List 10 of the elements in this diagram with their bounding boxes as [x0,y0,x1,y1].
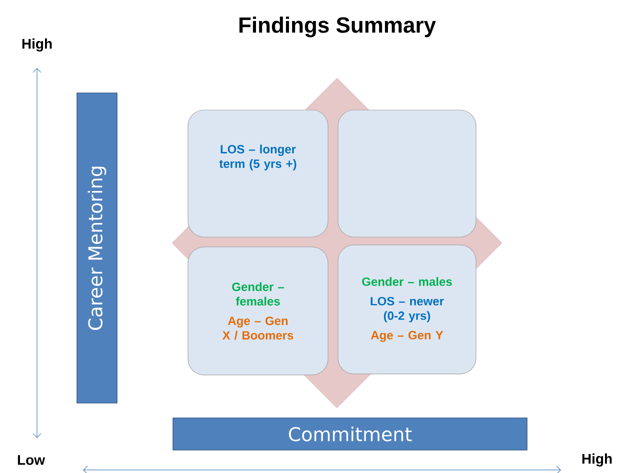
quadrant-box: Gender – females Age – Gen X / Boomers [188,246,328,376]
axis-label: High [582,453,612,467]
quadrant-box [338,110,476,238]
axis-label: Low [18,455,46,465]
quadrant-box: Gender – males LOS – newer (0-2 yrs) Age – Gen Y [338,244,476,374]
axis-bar: Career Mentoring [76,92,118,404]
axis-label: High [22,38,52,52]
axis-bar: Commitment [172,418,528,450]
quadrant-box: LOS – longer term (5 yrs +) [188,110,328,238]
title: Findings Summary [239,16,436,38]
